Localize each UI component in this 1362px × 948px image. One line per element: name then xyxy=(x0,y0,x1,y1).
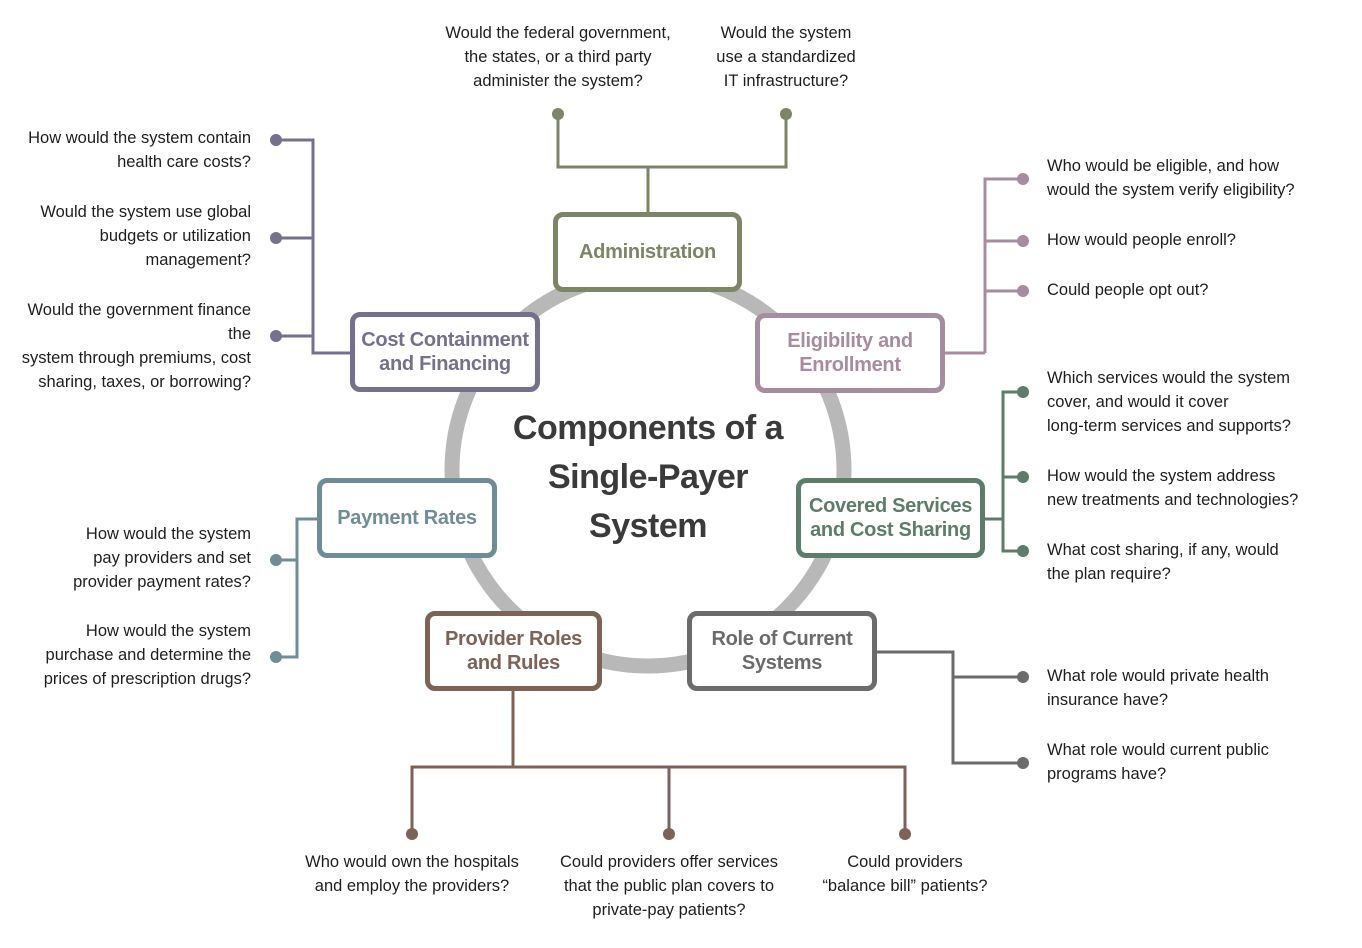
cost-containment-node: Cost Containment and Financing xyxy=(350,312,540,392)
cost-question-3: Would the government finance the system … xyxy=(21,301,251,391)
provider-dot-1 xyxy=(406,828,418,840)
provider-dot-3 xyxy=(899,828,911,840)
payment-rates-node: Payment Rates xyxy=(317,478,497,558)
eligibility-question-3: Could people opt out? xyxy=(1047,281,1209,299)
payment-dot-2 xyxy=(270,651,282,663)
eligibility-question-1: Who would be eligible, and how would the… xyxy=(1047,157,1295,199)
current-branch xyxy=(877,650,1023,765)
cost-containment-label: Cost Containment and Financing xyxy=(361,329,529,375)
administration-question-1: Would the federal government, the states… xyxy=(445,24,671,90)
current-question-1: What role would private health insurance… xyxy=(1047,667,1269,709)
administration-dot-2 xyxy=(780,108,792,120)
payment-dot-1 xyxy=(270,554,282,566)
eligibility-branch xyxy=(983,177,1023,353)
eligibility-dot-2 xyxy=(1017,235,1029,247)
current-dot-2 xyxy=(1017,757,1029,769)
cost-question-2: Would the system use global budgets or u… xyxy=(40,203,251,269)
cost-dot-1 xyxy=(270,134,282,146)
administration-dot-1 xyxy=(552,108,564,120)
eligibility-enrollment-node: Eligibility and Enrollment xyxy=(755,313,945,393)
covered-question-1: Which services would the system cover, a… xyxy=(1047,369,1291,435)
covered-dot-1 xyxy=(1017,386,1029,398)
administration-branch xyxy=(556,114,788,169)
connector-dots xyxy=(270,108,1029,840)
payment-rates-label: Payment Rates xyxy=(337,507,477,529)
payment-question-1: How would the system pay providers and s… xyxy=(73,525,251,591)
diagram-title: Components of a Single-Payer System xyxy=(512,409,784,545)
provider-question-2: Could providers offer services that the … xyxy=(560,853,778,919)
covered-services-node: Covered Services and Cost Sharing xyxy=(796,478,985,558)
current-systems-label: Role of Current Systems xyxy=(711,628,853,674)
cost-dot-3 xyxy=(270,330,282,342)
eligibility-dot-1 xyxy=(1017,173,1029,185)
current-dot-1 xyxy=(1017,671,1029,683)
cost-question-1: How would the system contain health care… xyxy=(28,129,251,171)
provider-roles-label: Provider Roles and Rules xyxy=(445,628,582,674)
provider-branch xyxy=(410,765,907,834)
eligibility-enrollment-label: Eligibility and Enrollment xyxy=(787,330,913,376)
current-systems-node: Role of Current Systems xyxy=(687,611,877,691)
payment-branch xyxy=(276,517,317,659)
cost-branch xyxy=(276,138,350,355)
covered-dot-2 xyxy=(1017,471,1029,483)
covered-services-label: Covered Services and Cost Sharing xyxy=(808,495,973,541)
covered-branch xyxy=(1001,390,1023,553)
administration-node: Administration xyxy=(553,212,742,292)
provider-dot-2 xyxy=(663,828,675,840)
provider-roles-node: Provider Roles and Rules xyxy=(425,611,602,691)
covered-dot-3 xyxy=(1017,545,1029,557)
current-question-2: What role would current public programs … xyxy=(1047,741,1269,783)
payment-question-2: How would the system purchase and determ… xyxy=(43,622,251,688)
covered-question-2: How would the system address new treatme… xyxy=(1047,467,1299,509)
eligibility-dot-3 xyxy=(1017,285,1029,297)
provider-question-3: Could providers “balance bill” patients? xyxy=(822,853,988,895)
eligibility-question-2: How would people enroll? xyxy=(1047,231,1236,249)
cost-dot-2 xyxy=(270,232,282,244)
connector-lines xyxy=(276,114,1023,834)
provider-question-1: Who would own the hospitals and employ t… xyxy=(305,853,519,895)
administration-question-2: Would the system use a standardized IT i… xyxy=(716,24,856,90)
covered-question-3: What cost sharing, if any, would the pla… xyxy=(1047,541,1279,583)
administration-label: Administration xyxy=(579,241,716,263)
